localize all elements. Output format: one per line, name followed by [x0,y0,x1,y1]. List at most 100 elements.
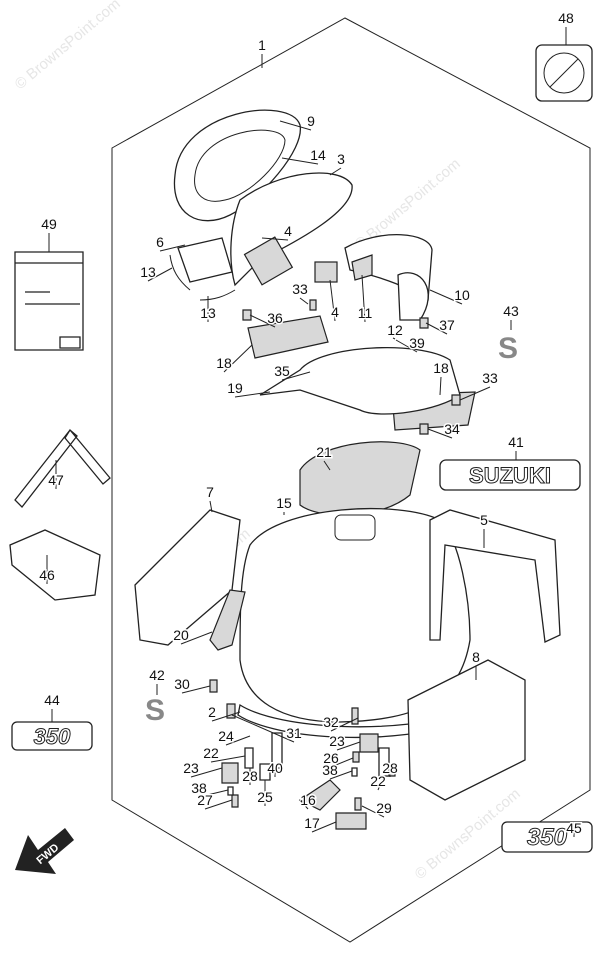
owners-manual-icon [14,251,84,351]
leader-line [392,337,396,340]
leader-line [209,500,213,513]
leader-line [361,805,385,818]
callout-43: 43 [503,303,519,319]
callout-33: 33 [292,281,308,297]
callout-31: 31 [286,725,302,741]
leader-line [279,120,312,131]
leader-line [261,237,289,241]
callout-23: 23 [329,733,345,749]
suzuki-s-emblem-icon: S [145,694,165,727]
callout-38: 38 [191,780,207,796]
callout-32: 32 [323,714,339,730]
callout-9: 9 [307,113,315,129]
leader-line [225,735,251,746]
callout-37: 37 [439,317,455,333]
callout-25: 25 [257,789,273,805]
callout-28: 28 [242,768,258,784]
callout-21: 21 [316,444,332,460]
leader-line [299,799,309,810]
liner-right [429,509,561,643]
callout-16: 16 [300,792,316,808]
callout-26: 26 [323,750,339,766]
leader-line [323,460,331,471]
leader-line [190,767,223,778]
leader-line [439,376,442,396]
callout-44: 44 [44,692,60,708]
callout-18: 18 [433,360,449,376]
leader-line [211,711,241,722]
seal-strip-part [169,254,236,301]
leader-line [395,339,418,353]
leader-line [427,428,453,439]
leader-line [147,267,173,282]
badge-text: 350 [527,824,568,851]
clip-part [351,254,373,281]
air-duct-part [259,347,461,415]
callout-49: 49 [41,216,57,232]
leader-line [361,274,366,323]
callout-41: 41 [508,434,524,450]
block-part [314,261,338,283]
callout-18: 18 [216,355,232,371]
leader-line [249,314,276,328]
hardware [209,299,461,830]
leader-line [281,157,319,165]
callout-11: 11 [358,305,373,321]
leader-line [429,289,463,305]
callout-13: 13 [140,264,156,280]
callout-4: 4 [331,304,339,320]
cover-opening [334,514,376,541]
callout-3: 3 [337,151,345,167]
rear-bracket-part [397,272,429,321]
suzuki-emblem-text: SUZUKI [469,463,551,488]
callout-22: 22 [370,773,386,789]
liner-rear [407,659,526,801]
top-cover-inset [194,129,286,202]
callout-30: 30 [174,676,190,692]
leader-line [198,789,229,798]
leader-line [159,244,186,252]
callout-15: 15 [276,495,292,511]
callout-12: 12 [387,322,403,338]
leader-line [180,631,213,645]
leader-line [231,714,295,743]
leader-line [181,685,211,694]
leader-line [459,386,491,401]
callout-17: 17 [304,815,320,831]
callout-40: 40 [267,760,283,776]
side-plate-part [177,237,233,283]
callout-20: 20 [173,627,189,643]
callout-1: 1 [258,37,266,53]
callout-28: 28 [382,760,398,776]
leader-line [329,770,353,780]
callout-35: 35 [274,363,290,379]
callout-14: 14 [310,147,326,163]
callout-2: 2 [208,704,216,720]
callout-36: 36 [267,310,283,326]
callout-5: 5 [480,512,488,528]
callout-39: 39 [409,335,425,351]
leader-line [281,371,311,381]
callout-38: 38 [322,762,338,778]
top-cover-part [173,109,301,222]
leader-line [330,757,354,768]
tool-bag-icon [9,529,101,601]
badge-350-right [501,821,593,853]
callout-4: 4 [284,223,292,239]
hinge-parts [227,732,390,796]
leader-line [330,717,359,732]
leader-line [329,279,336,322]
callout-23: 23 [183,760,199,776]
callout-42: 42 [149,667,165,683]
callout-8: 8 [472,649,480,665]
leader-line [311,821,337,833]
callout-33: 33 [482,370,498,386]
vent-grille-left [247,315,329,359]
leader-line [223,344,253,373]
callout-22: 22 [203,745,219,761]
forward-arrow-icon: FWD [15,828,74,874]
callout-19: 19 [227,380,243,396]
callout-27: 27 [197,792,213,808]
callout-6: 6 [156,234,164,250]
